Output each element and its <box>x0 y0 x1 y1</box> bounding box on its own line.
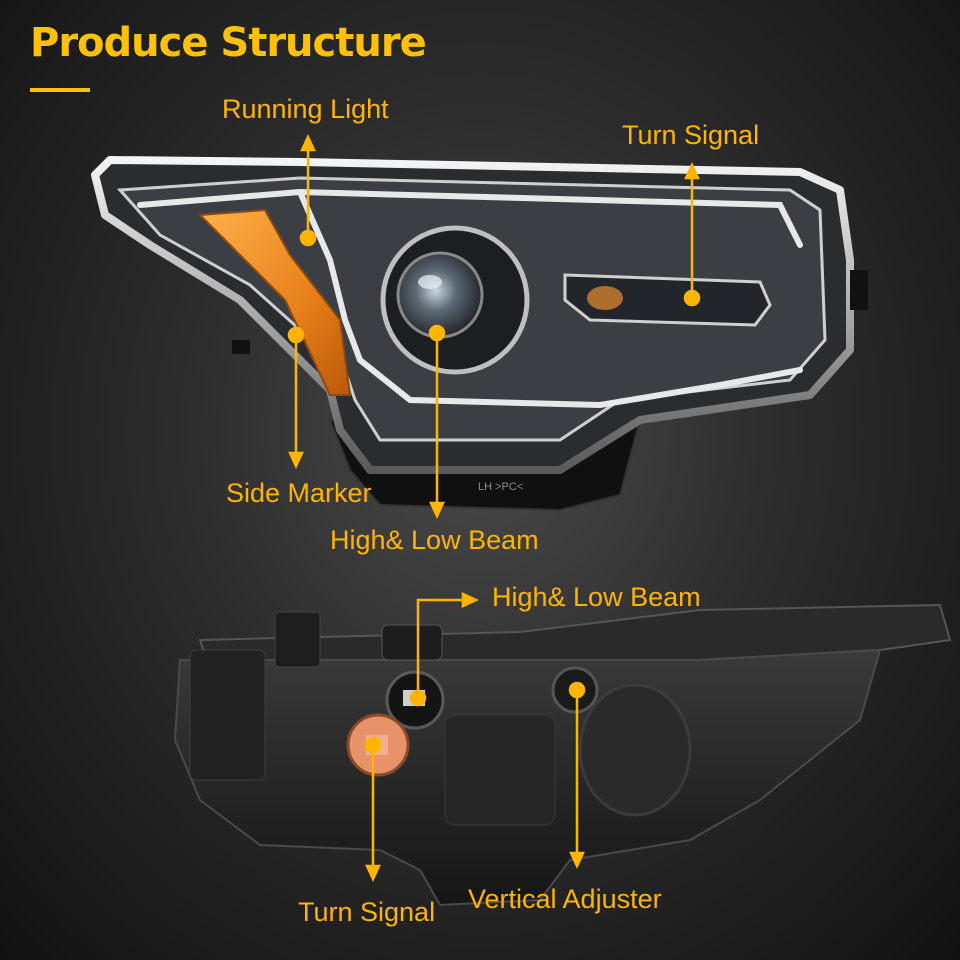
label-turn-signal-rear: Turn Signal <box>298 897 436 927</box>
callout-dot-turn-signal-front <box>683 289 701 307</box>
page-title: Produce Structure <box>30 20 427 66</box>
callout-arrow-turn-signal-front <box>684 162 700 180</box>
rear-mount-post <box>274 611 321 668</box>
callouts <box>287 134 701 882</box>
label-hl-beam-rear: High& Low Beam <box>492 582 701 612</box>
callout-arrow-running-light <box>300 134 316 152</box>
label-vertical-adjuster: Vertical Adjuster <box>468 884 662 914</box>
callout-dot-turn-signal-rear <box>364 736 382 754</box>
turn-signal-housing <box>563 273 772 327</box>
projector-lens <box>396 251 484 339</box>
turn-signal-bulb <box>587 286 623 310</box>
label-side-marker: Side Marker <box>226 478 372 508</box>
callout-arrow-side-marker <box>288 451 304 469</box>
callout-arrow-hl-beam-front <box>429 501 445 519</box>
drl-strip <box>137 188 803 409</box>
mount-tab-right <box>850 270 868 310</box>
callout-arrow-turn-signal-rear <box>365 864 381 882</box>
label-running-light: Running Light <box>222 94 389 124</box>
callout-dot-hl-beam-rear <box>409 689 427 707</box>
side-marker-lens <box>197 208 352 396</box>
label-turn-signal-front: Turn Signal <box>622 120 760 150</box>
title-underline <box>30 88 90 92</box>
callout-arrow-hl-beam-rear <box>461 592 479 608</box>
callout-line-hl-beam-rear <box>416 598 465 698</box>
mount-tab-left <box>232 340 250 354</box>
rear-dust-cap <box>578 683 692 817</box>
rear-left-block <box>189 649 266 781</box>
hl-beam-socket-cap <box>381 624 443 661</box>
rear-access-cover <box>444 714 556 826</box>
rear-headlight <box>173 603 952 907</box>
callout-dot-vertical-adjuster <box>568 681 586 699</box>
lens-highlight <box>418 275 442 289</box>
callout-dot-running-light <box>299 229 317 247</box>
front-headlight: LH >PC< <box>91 156 868 512</box>
label-hl-beam-front: High& Low Beam <box>330 525 539 555</box>
callout-dot-hl-beam-front <box>428 324 446 342</box>
housing-mark: LH >PC< <box>478 481 523 493</box>
callout-dot-side-marker <box>287 326 305 344</box>
callout-arrow-vertical-adjuster <box>569 851 585 869</box>
